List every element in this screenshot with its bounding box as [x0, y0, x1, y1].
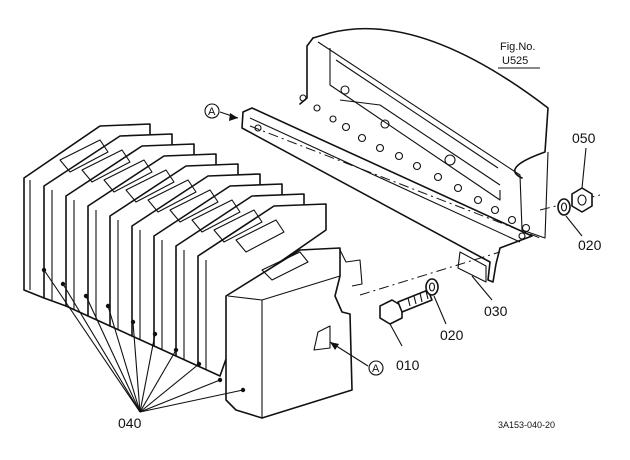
- weight-stack-040: [23, 123, 363, 419]
- leader-030: [471, 275, 493, 301]
- callout-030: 030: [484, 303, 508, 319]
- washer-020-lower: [425, 278, 447, 325]
- callout-040: 040: [118, 415, 142, 431]
- callout-050: 050: [572, 130, 596, 146]
- callout-010: 010: [396, 357, 420, 373]
- callout-020-lower: 020: [440, 327, 464, 343]
- washer-020-upper: [557, 198, 583, 237]
- marker-a-top: [204, 103, 239, 121]
- fig-number: U525: [502, 55, 528, 67]
- fig-label: Fig.No.: [500, 41, 535, 53]
- marker-a-top-letter: A: [208, 106, 216, 118]
- tractor-frame: [299, 27, 549, 239]
- marker-a-bottom-letter: A: [372, 363, 380, 375]
- drawing-code: 3A153-040-20: [498, 420, 555, 430]
- centerline-bolt: [359, 251, 501, 296]
- bolt-010: [379, 289, 433, 347]
- centerline-upper: [249, 125, 541, 239]
- marker-a-bottom: [329, 341, 384, 376]
- nut-050: [571, 147, 593, 213]
- weight-bracket-030: [241, 107, 533, 283]
- callout-020-upper: 020: [578, 237, 602, 253]
- leader-lines-040: [43, 269, 244, 413]
